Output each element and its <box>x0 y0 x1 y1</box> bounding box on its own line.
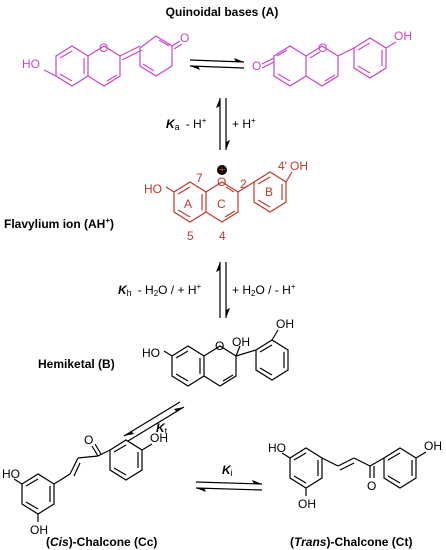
quinoidal-base-left: O O HO <box>22 31 189 87</box>
position-2: 2 <box>240 177 247 191</box>
hemiketal-structure <box>163 329 289 387</box>
flavylium-labels: HO O + OH A C B 7 5 4 2 4' <box>144 159 308 243</box>
kh-equilibrium-arrow <box>216 262 230 318</box>
ring-label-c: C <box>217 197 226 211</box>
ki-equilibrium-arrow <box>195 480 263 492</box>
ring-oxygen-label: O <box>318 41 327 55</box>
flavylium-structure <box>165 165 293 223</box>
position-5: 5 <box>187 229 194 243</box>
hydroxyl-label: HO <box>268 441 286 455</box>
trans-chalcone-title: (Trans)-Chalcone (Ct) <box>290 535 412 549</box>
ring-oxygen-label: O <box>215 339 224 353</box>
quinoidal-equilibrium-arrow <box>189 58 245 70</box>
flavylium-title: Flavylium ion (AH+) <box>4 216 114 231</box>
ka-equilibrium-arrow <box>216 98 230 150</box>
trans-chalcone-structure <box>281 447 427 496</box>
quinoidal-base-right: O O OH <box>252 29 412 87</box>
trans-chalcone-labels: HO OH O OH <box>268 439 442 511</box>
cis-chalcone-structure <box>13 439 153 522</box>
hemiketal-labels: HO O OH OH <box>142 317 294 360</box>
hydroxyl-label: OH <box>232 335 250 349</box>
kh-constant: Kh- H2O / + H+ <box>118 282 201 298</box>
hydroxyl-label: HO <box>144 182 162 196</box>
position-4-prime: 4' <box>278 159 287 173</box>
positive-charge: + <box>219 163 226 177</box>
ka-reverse-label: + H+ <box>232 116 256 131</box>
ki-constant: Ki <box>222 463 233 478</box>
carbonyl-oxygen-label: O <box>84 433 93 447</box>
kt-constant: Kt <box>156 421 168 436</box>
hydroxyl-label: OH <box>276 317 294 331</box>
position-7: 7 <box>196 171 203 185</box>
cis-chalcone-labels: HO OH O OH <box>2 431 168 537</box>
hydroxyl-label: OH <box>298 497 316 511</box>
hydroxyl-label: HO <box>22 57 40 71</box>
carbonyl-oxygen-label: O <box>367 479 376 493</box>
hydroxyl-label: HO <box>142 346 160 360</box>
hydroxyl-label: OH <box>30 523 48 537</box>
hemiketal-title: Hemiketal (B) <box>38 357 115 371</box>
hydroxyl-label: OH <box>150 431 168 445</box>
quinoidal-title: Quinoidal bases (A) <box>166 5 279 19</box>
hydroxyl-label: OH <box>290 159 308 173</box>
kt-equilibrium-arrow <box>123 401 185 442</box>
kh-reverse-label: + H2O / - H+ <box>232 282 296 298</box>
oxygen-label: O <box>252 59 261 73</box>
ring-oxygen-label: O <box>99 41 108 55</box>
oxygen-label: O <box>180 31 189 45</box>
ring-label-b: B <box>265 185 273 199</box>
ring-label-a: A <box>184 197 192 211</box>
ring-oxygen-label: O <box>217 175 226 189</box>
hydroxyl-label: OH <box>394 29 412 43</box>
ka-constant: Ka- H+ <box>166 116 207 132</box>
cis-chalcone-title: (Cis)-Chalcone (Cc) <box>46 535 157 549</box>
hydroxyl-label: HO <box>2 467 20 481</box>
hydroxyl-label: OH <box>424 439 442 453</box>
position-4: 4 <box>219 229 226 243</box>
